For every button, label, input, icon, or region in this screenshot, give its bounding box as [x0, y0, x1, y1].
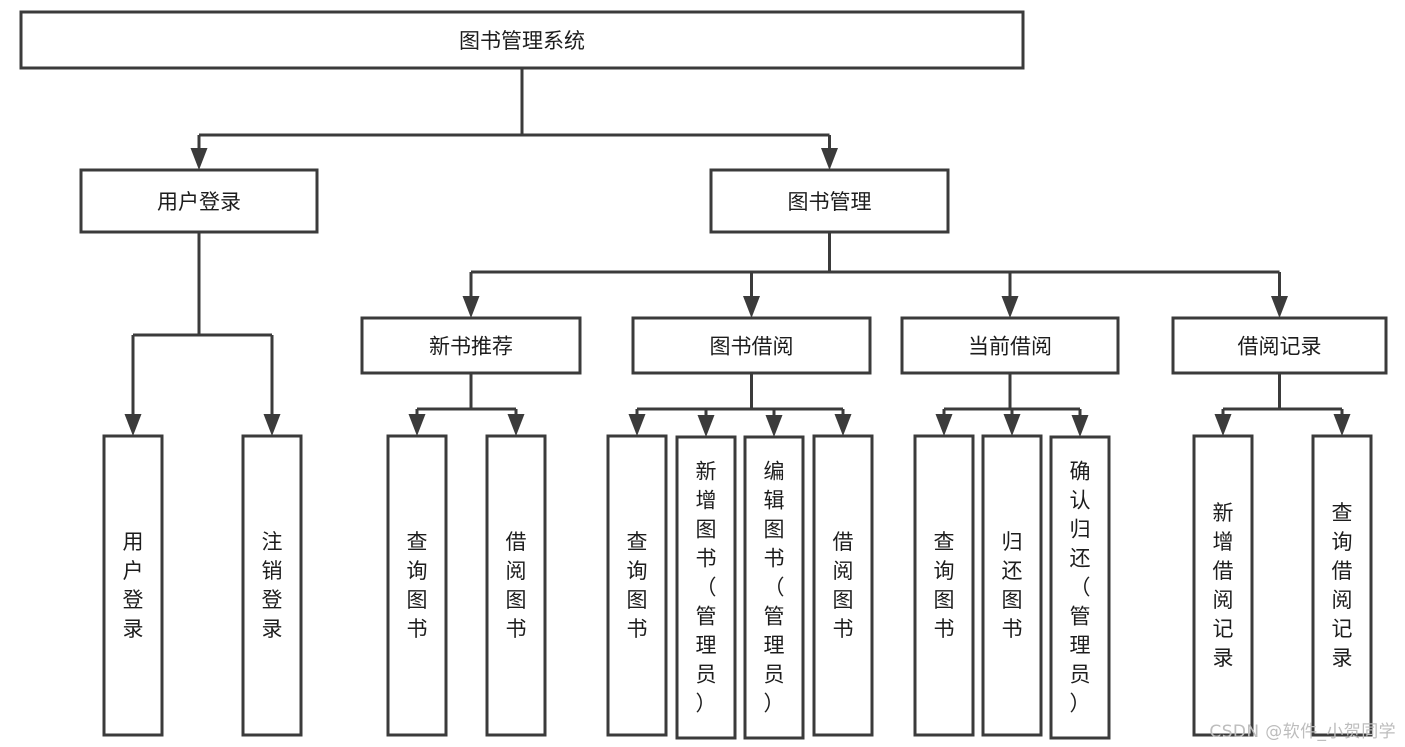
edge-group-current-borrow: [935, 373, 1089, 437]
node-label-leaf-borrow-book-rec: 借阅图书: [506, 530, 527, 641]
node-box-leaf-logout: [241, 434, 303, 737]
node-label-current-borrow: 当前借阅: [968, 335, 1052, 359]
node-box-leaf-query-book-rec: [386, 434, 448, 737]
node-label-borrow-record: 借阅记录: [1238, 335, 1322, 359]
node-box-borrow-record: [1171, 316, 1388, 375]
edges-layer: [124, 68, 1351, 437]
node-box-leaf-confirm-return: [1049, 435, 1111, 740]
node-label-leaf-confirm-return: 确认归还（管理员）: [1070, 460, 1091, 716]
node-leaf-logout[interactable]: 注销登录: [241, 434, 303, 737]
node-box-leaf-add-book: [675, 435, 737, 740]
node-box-leaf-borrow-book: [812, 434, 874, 737]
node-label-book-manage: 图书管理: [788, 190, 872, 214]
node-book-borrow[interactable]: 图书借阅: [631, 316, 872, 375]
node-box-current-borrow: [900, 316, 1120, 375]
node-label-book-borrow: 图书借阅: [710, 335, 794, 359]
node-new-book-rec[interactable]: 新书推荐: [360, 316, 582, 375]
node-label-leaf-edit-book: 编辑图书（管理员）: [764, 460, 785, 716]
node-label-leaf-logout: 注销登录: [262, 530, 283, 641]
node-borrow-record[interactable]: 借阅记录: [1171, 316, 1388, 375]
node-label-leaf-return-book: 归还图书: [1002, 530, 1023, 641]
edge-group-root: [190, 68, 838, 170]
node-user-login[interactable]: 用户登录: [79, 168, 319, 234]
node-box-book-borrow: [631, 316, 872, 375]
node-box-user-login: [79, 168, 319, 234]
node-box-root: [19, 10, 1025, 70]
node-label-leaf-user-login: 用户登录: [123, 530, 144, 641]
node-label-user-login: 用户登录: [157, 190, 241, 214]
edge-group-new-book-rec: [408, 373, 525, 436]
node-box-leaf-user-login: [102, 434, 164, 737]
node-label-leaf-query-record: 查询借阅记录: [1332, 501, 1353, 670]
node-current-borrow[interactable]: 当前借阅: [900, 316, 1120, 375]
node-label-new-book-rec: 新书推荐: [429, 335, 513, 359]
node-leaf-return-book[interactable]: 归还图书: [981, 434, 1043, 737]
node-book-manage[interactable]: 图书管理: [709, 168, 950, 234]
node-box-book-manage: [709, 168, 950, 234]
node-leaf-query-record[interactable]: 查询借阅记录: [1311, 434, 1373, 737]
node-leaf-query-book-borrow[interactable]: 查询图书: [606, 434, 668, 737]
edge-group-user-login: [124, 232, 281, 436]
node-label-leaf-add-book: 新增图书（管理员）: [696, 460, 717, 716]
node-box-leaf-query-record: [1311, 434, 1373, 737]
node-label-leaf-query-book-current: 查询图书: [934, 530, 955, 641]
node-label-root: 图书管理系统: [459, 29, 585, 53]
edge-group-borrow-record: [1214, 373, 1351, 436]
node-label-leaf-query-book-borrow: 查询图书: [627, 530, 648, 641]
node-box-leaf-return-book: [981, 434, 1043, 737]
nodes-layer: 图书管理系统用户登录图书管理新书推荐图书借阅当前借阅借阅记录用户登录注销登录查询…: [19, 10, 1388, 740]
node-box-leaf-borrow-book-rec: [485, 434, 547, 737]
node-leaf-borrow-book-rec[interactable]: 借阅图书: [485, 434, 547, 737]
node-leaf-user-login[interactable]: 用户登录: [102, 434, 164, 737]
node-root[interactable]: 图书管理系统: [19, 10, 1025, 70]
node-label-leaf-add-record: 新增借阅记录: [1213, 501, 1234, 670]
node-leaf-edit-book[interactable]: 编辑图书（管理员）: [743, 435, 805, 740]
edge-group-book-manage: [462, 232, 1288, 318]
node-box-new-book-rec: [360, 316, 582, 375]
edge-group-book-borrow: [628, 373, 852, 437]
node-box-leaf-add-record: [1192, 434, 1254, 737]
node-leaf-confirm-return[interactable]: 确认归还（管理员）: [1049, 435, 1111, 740]
node-leaf-query-book-rec[interactable]: 查询图书: [386, 434, 448, 737]
node-leaf-query-book-current[interactable]: 查询图书: [913, 434, 975, 737]
node-leaf-add-record[interactable]: 新增借阅记录: [1192, 434, 1254, 737]
node-box-leaf-query-book-borrow: [606, 434, 668, 737]
node-box-leaf-query-book-current: [913, 434, 975, 737]
node-box-leaf-edit-book: [743, 435, 805, 740]
node-leaf-add-book[interactable]: 新增图书（管理员）: [675, 435, 737, 740]
node-label-leaf-query-book-rec: 查询图书: [407, 530, 428, 641]
node-label-leaf-borrow-book: 借阅图书: [833, 530, 854, 641]
node-leaf-borrow-book[interactable]: 借阅图书: [812, 434, 874, 737]
